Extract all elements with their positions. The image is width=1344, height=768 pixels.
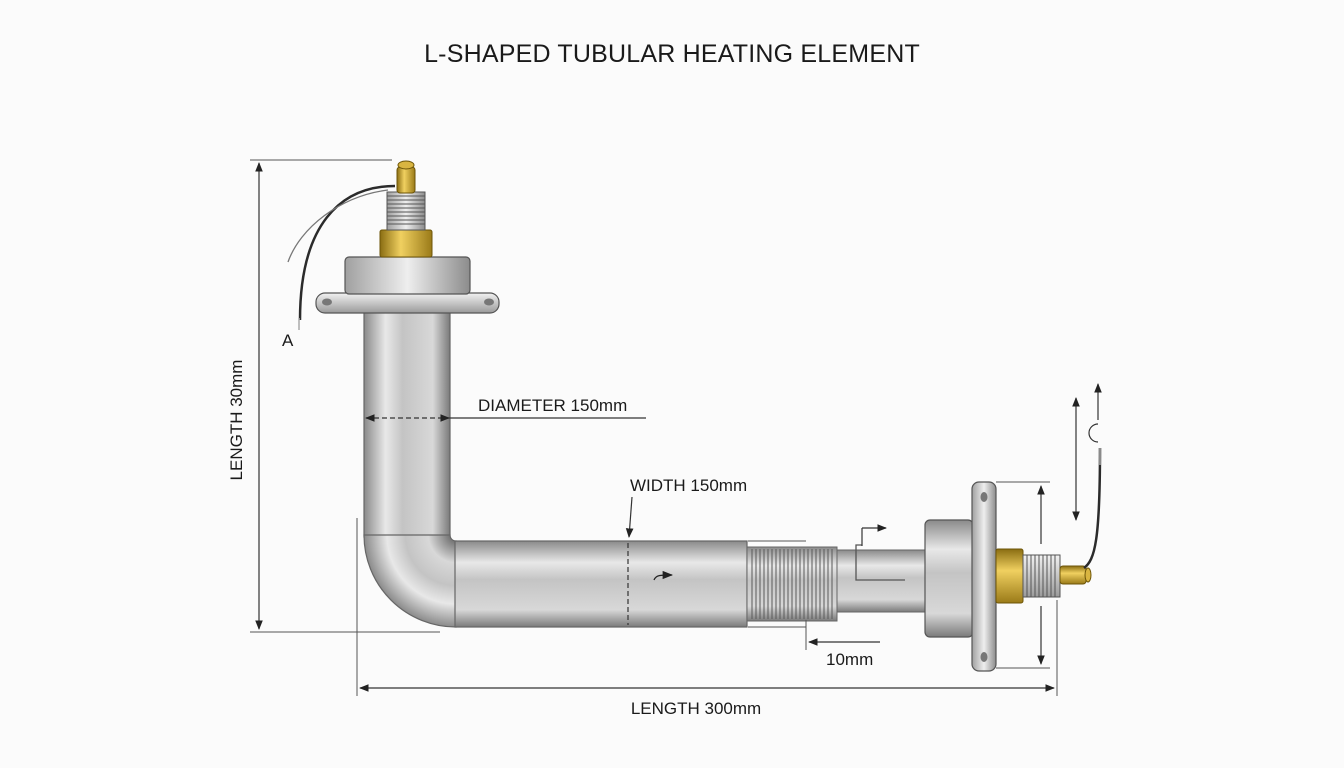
width-label: WIDTH 150mm bbox=[630, 476, 747, 495]
terminal-stem bbox=[836, 549, 928, 613]
lead-wire bbox=[287, 189, 389, 263]
right-terminal bbox=[746, 447, 1102, 672]
point-a-label: A bbox=[282, 331, 294, 350]
terminal-collar bbox=[924, 519, 974, 638]
diameter-label: DIAMETER 150mm bbox=[478, 396, 627, 415]
lead-wire bbox=[298, 184, 396, 321]
flange-hole-icon bbox=[484, 298, 494, 306]
horizontal-length-label: LENGTH 300mm bbox=[631, 699, 761, 718]
top-terminal bbox=[287, 160, 500, 330]
right-brass-nut bbox=[995, 548, 1024, 604]
top-hex-body bbox=[344, 256, 471, 295]
dimension-lines bbox=[250, 159, 1102, 696]
right-brass-pin bbox=[1059, 565, 1087, 585]
top-brass-nut bbox=[379, 229, 433, 258]
flange-hole-icon bbox=[980, 492, 988, 502]
top-flange bbox=[315, 292, 500, 314]
vertical-length-label: LENGTH 30mm bbox=[227, 360, 246, 481]
right-threaded-stud bbox=[1022, 554, 1061, 598]
flange-hole-icon bbox=[980, 652, 988, 662]
tube-body bbox=[363, 311, 748, 628]
right-flange bbox=[971, 481, 997, 672]
gap-label: 10mm bbox=[826, 650, 873, 669]
flange-hole-icon bbox=[322, 298, 332, 306]
top-brass-pin bbox=[396, 166, 416, 194]
lead-wire bbox=[1083, 447, 1102, 570]
diagram-title: L-SHAPED TUBULAR HEATING ELEMENT bbox=[424, 40, 920, 68]
